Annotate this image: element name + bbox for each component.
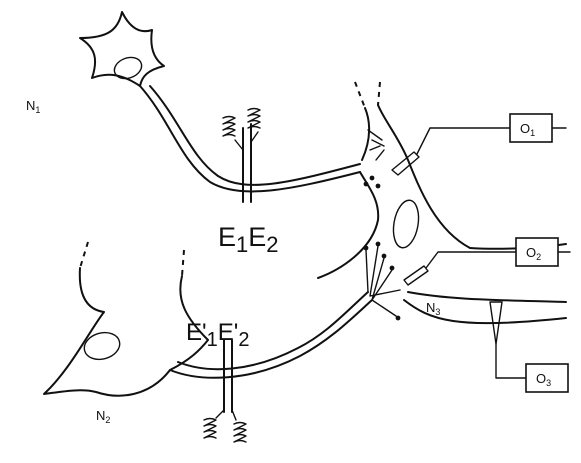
label-e1-e2: E1E2	[218, 222, 279, 257]
label-n1: N1	[26, 98, 40, 115]
electrodes-e1p-e2p	[203, 339, 247, 443]
neuron-n1	[79, 11, 361, 193]
recorder-o1	[391, 113, 567, 176]
label-n2: N2	[96, 408, 110, 425]
label-o3: O3	[536, 371, 551, 388]
recorder-o3	[489, 301, 569, 393]
recorder-o2	[403, 237, 571, 286]
electrodes-e1-e2	[222, 107, 261, 203]
label-o2: O2	[526, 245, 541, 262]
label-n3: N3	[426, 300, 440, 317]
label-o1: O1	[520, 121, 535, 138]
label-e1p-e2p: E'1E'2	[186, 319, 249, 351]
neuron-n2	[43, 241, 401, 397]
